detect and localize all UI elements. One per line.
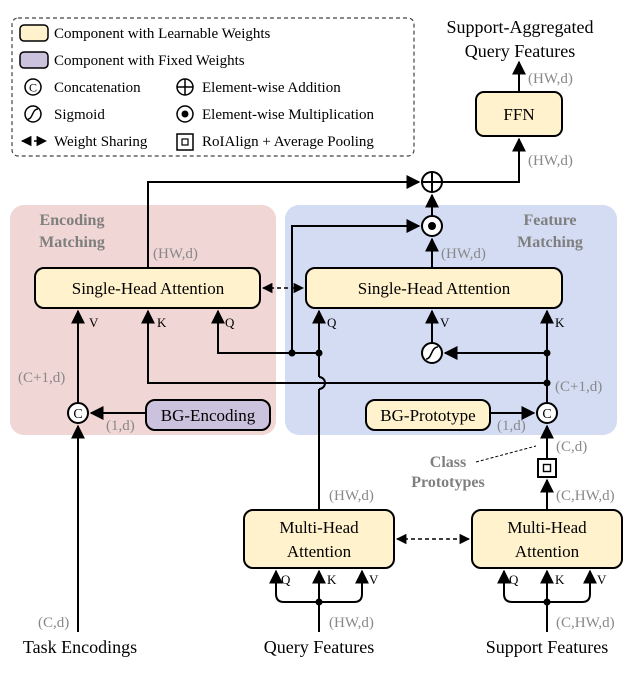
legend-concat-text: Concatenation	[54, 80, 141, 96]
legend-mult-text: Element-wise Multiplication	[202, 107, 375, 123]
dim-cd-proto: (C,d)	[556, 439, 587, 455]
support-features-label: Support Features	[486, 637, 608, 657]
mha-right-label-1: Multi-Head	[507, 518, 587, 537]
dim-c1d-right: (C+1,d)	[555, 379, 602, 395]
feature-matching-label-1: Feature	[523, 212, 576, 229]
class-prototypes-pointer	[475, 445, 537, 463]
sha-left-label: Single-Head Attention	[72, 279, 225, 298]
port-label-q: Q	[509, 572, 519, 587]
wire-support-in-v	[547, 569, 597, 603]
wire-c1d-left-k	[141, 309, 547, 384]
legend-learnable-swatch	[19, 24, 49, 42]
bg-prototype-box	[365, 399, 491, 431]
query-features-label: Query Features	[264, 637, 374, 657]
port-label-k: K	[157, 315, 167, 330]
wire-support-in-q	[497, 569, 547, 603]
port-label-k: K	[555, 315, 565, 330]
sha-right-box	[305, 267, 563, 309]
task-encodings-label: Task Encodings	[23, 637, 137, 657]
concat-left-letter: C	[73, 407, 82, 422]
add-operator-cross	[422, 172, 442, 192]
dim-one-d-left: (1,d)	[106, 418, 135, 434]
mha-left-label-1: Multi-Head	[279, 518, 359, 537]
port-label-v: V	[369, 572, 379, 587]
legend-add-text: Element-wise Addition	[202, 80, 341, 96]
mult-operator-dot	[428, 222, 436, 230]
legend-weight-sharing-text: Weight Sharing	[54, 134, 148, 150]
dim-out: (HW,d)	[528, 71, 573, 87]
dim-ffn-in: (HW,d)	[528, 153, 573, 169]
junction-dot	[543, 598, 551, 606]
port-label-q: Q	[225, 315, 235, 330]
sigmoid-icon-curve	[27, 108, 39, 120]
port-label-k: K	[555, 572, 565, 587]
dim-enc-out: (HW,d)	[153, 246, 198, 262]
bg-encoding-box	[145, 399, 271, 431]
roialign-operator-inner	[542, 463, 552, 473]
wire-sha-left-add	[147, 175, 421, 268]
legend: Component with Learnable Weights Compone…	[11, 17, 415, 157]
roialign-icon-inner	[181, 138, 189, 146]
ffn-label: FFN	[503, 105, 534, 124]
legend-sigmoid-text: Sigmoid	[54, 107, 105, 123]
dim-query-in: (HW,d)	[329, 615, 374, 631]
junction-dot	[315, 349, 323, 357]
port-label-v: V	[597, 572, 607, 587]
dim-task-in: (C,d)	[38, 615, 69, 631]
legend-fixed-text: Component with Fixed Weights	[54, 53, 245, 69]
dim-c1d-left: (C+1,d)	[18, 370, 65, 386]
sigmoid-operator-curve	[425, 346, 439, 360]
legend-learnable-text: Component with Learnable Weights	[54, 26, 271, 42]
class-prototypes-label-1: Class	[430, 454, 466, 471]
port-label-v: V	[89, 315, 99, 330]
port-label-k: K	[327, 572, 337, 587]
junction-dot	[288, 349, 296, 357]
dim-mha-left-out: (HW,d)	[329, 488, 374, 504]
encoding-matching-label-2: Matching	[39, 234, 105, 251]
legend-roialign-text: RoIAlign + Average Pooling	[202, 134, 374, 150]
concat-icon-letter: C	[29, 81, 37, 95]
junction-dot	[543, 349, 551, 357]
output-label-1: Support-Aggregated	[447, 17, 594, 37]
legend-frame	[11, 17, 415, 157]
wires	[71, 60, 597, 632]
mult-icon-dot	[181, 110, 189, 118]
feature-matching-region	[285, 205, 617, 435]
mha-left-label-2: Attention	[287, 542, 352, 561]
add-icon-cross	[177, 79, 193, 95]
port-label-q: Q	[327, 315, 337, 330]
wire-add-ffn	[442, 137, 526, 183]
concat-right-letter: C	[542, 407, 551, 422]
junction-dot	[315, 598, 323, 606]
encoding-matching-label-1: Encoding	[40, 212, 105, 229]
dim-support-in: (C,HW,d)	[556, 615, 615, 631]
wire-query-left-q	[211, 309, 319, 354]
dim-mult-in: (HW,d)	[441, 246, 486, 262]
output-label-2: Query Features	[465, 41, 575, 61]
wire-query-in-q	[269, 569, 319, 603]
port-label-v: V	[440, 315, 450, 330]
wire-query-mult	[291, 219, 421, 353]
bg-prototype-label: BG-Prototype	[380, 406, 475, 425]
sha-right-label: Single-Head Attention	[358, 279, 511, 298]
dim-mha-right-out: (C,HW,d)	[556, 488, 615, 504]
class-prototypes-label-2: Prototypes	[411, 474, 484, 491]
junction-dot	[543, 379, 551, 387]
feature-matching-label-2: Matching	[517, 234, 583, 251]
concat-icon	[24, 78, 42, 96]
dim-one-d-right: (1,d)	[497, 418, 526, 434]
mha-right-label-2: Attention	[515, 542, 580, 561]
legend-fixed-swatch	[19, 51, 49, 69]
bg-encoding-label: BG-Encoding	[161, 406, 256, 425]
wire-query-in-v	[319, 569, 369, 603]
port-label-q: Q	[281, 572, 291, 587]
